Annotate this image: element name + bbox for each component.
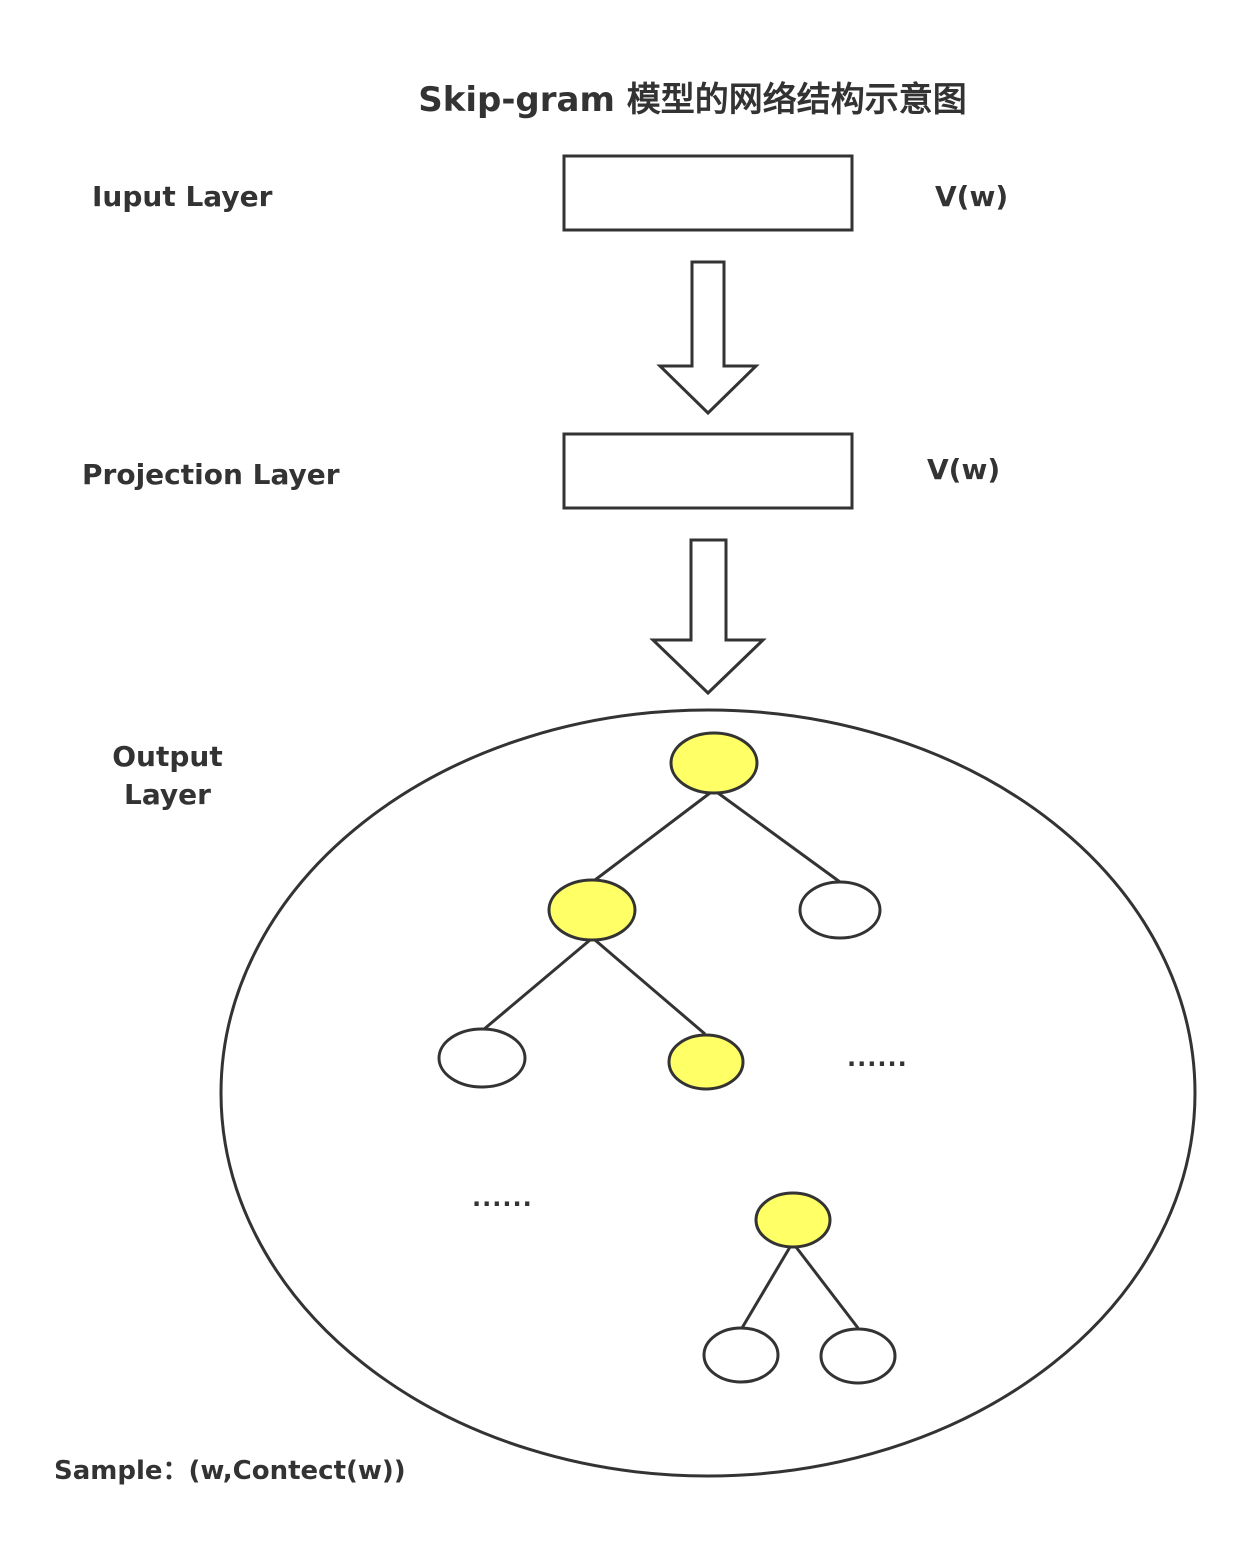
input-layer-vector: V(w) xyxy=(935,180,1009,213)
projection-layer-box xyxy=(562,432,854,510)
input-layer-label: Iuput Layer xyxy=(92,180,273,213)
tree-edges xyxy=(482,791,860,1329)
output-layer-label: Output Layer xyxy=(95,738,240,814)
input-layer-box xyxy=(562,154,854,232)
edge-sub-left xyxy=(740,1246,792,1329)
projection-layer-label: Projection Layer xyxy=(82,458,340,491)
arrow-projection-to-output xyxy=(649,538,767,696)
edge-mid-right xyxy=(594,938,706,1036)
ellipsis-right: ...... xyxy=(847,1044,908,1072)
tree-node-subtree-root xyxy=(754,1191,832,1249)
edge-root-right xyxy=(717,791,841,884)
tree-node-level2-left xyxy=(437,1027,527,1089)
projection-layer-vector: V(w) xyxy=(927,453,1001,486)
tree-node-subtree-left xyxy=(702,1326,780,1384)
sample-label: Sample：(w,Contect(w)) xyxy=(54,1456,406,1486)
tree-node-level1-right xyxy=(798,880,882,940)
ellipsis-left: ...... xyxy=(472,1184,533,1212)
edge-sub-right xyxy=(794,1246,860,1329)
edge-mid-left xyxy=(482,938,591,1032)
tree-node-root xyxy=(669,731,759,795)
arrow-input-to-projection xyxy=(656,260,760,416)
tree-node-level2-right xyxy=(667,1033,745,1091)
tree-node-subtree-right xyxy=(819,1327,897,1385)
tree-node-level1-left xyxy=(547,878,637,942)
output-layer-ellipse xyxy=(219,708,1197,1478)
diagram-title: Skip-gram 模型的网络结构示意图 xyxy=(418,80,967,120)
edge-root-left xyxy=(594,791,711,882)
output-layer-label-line1: Output xyxy=(112,740,223,773)
output-layer-label-line2: Layer xyxy=(124,778,211,811)
